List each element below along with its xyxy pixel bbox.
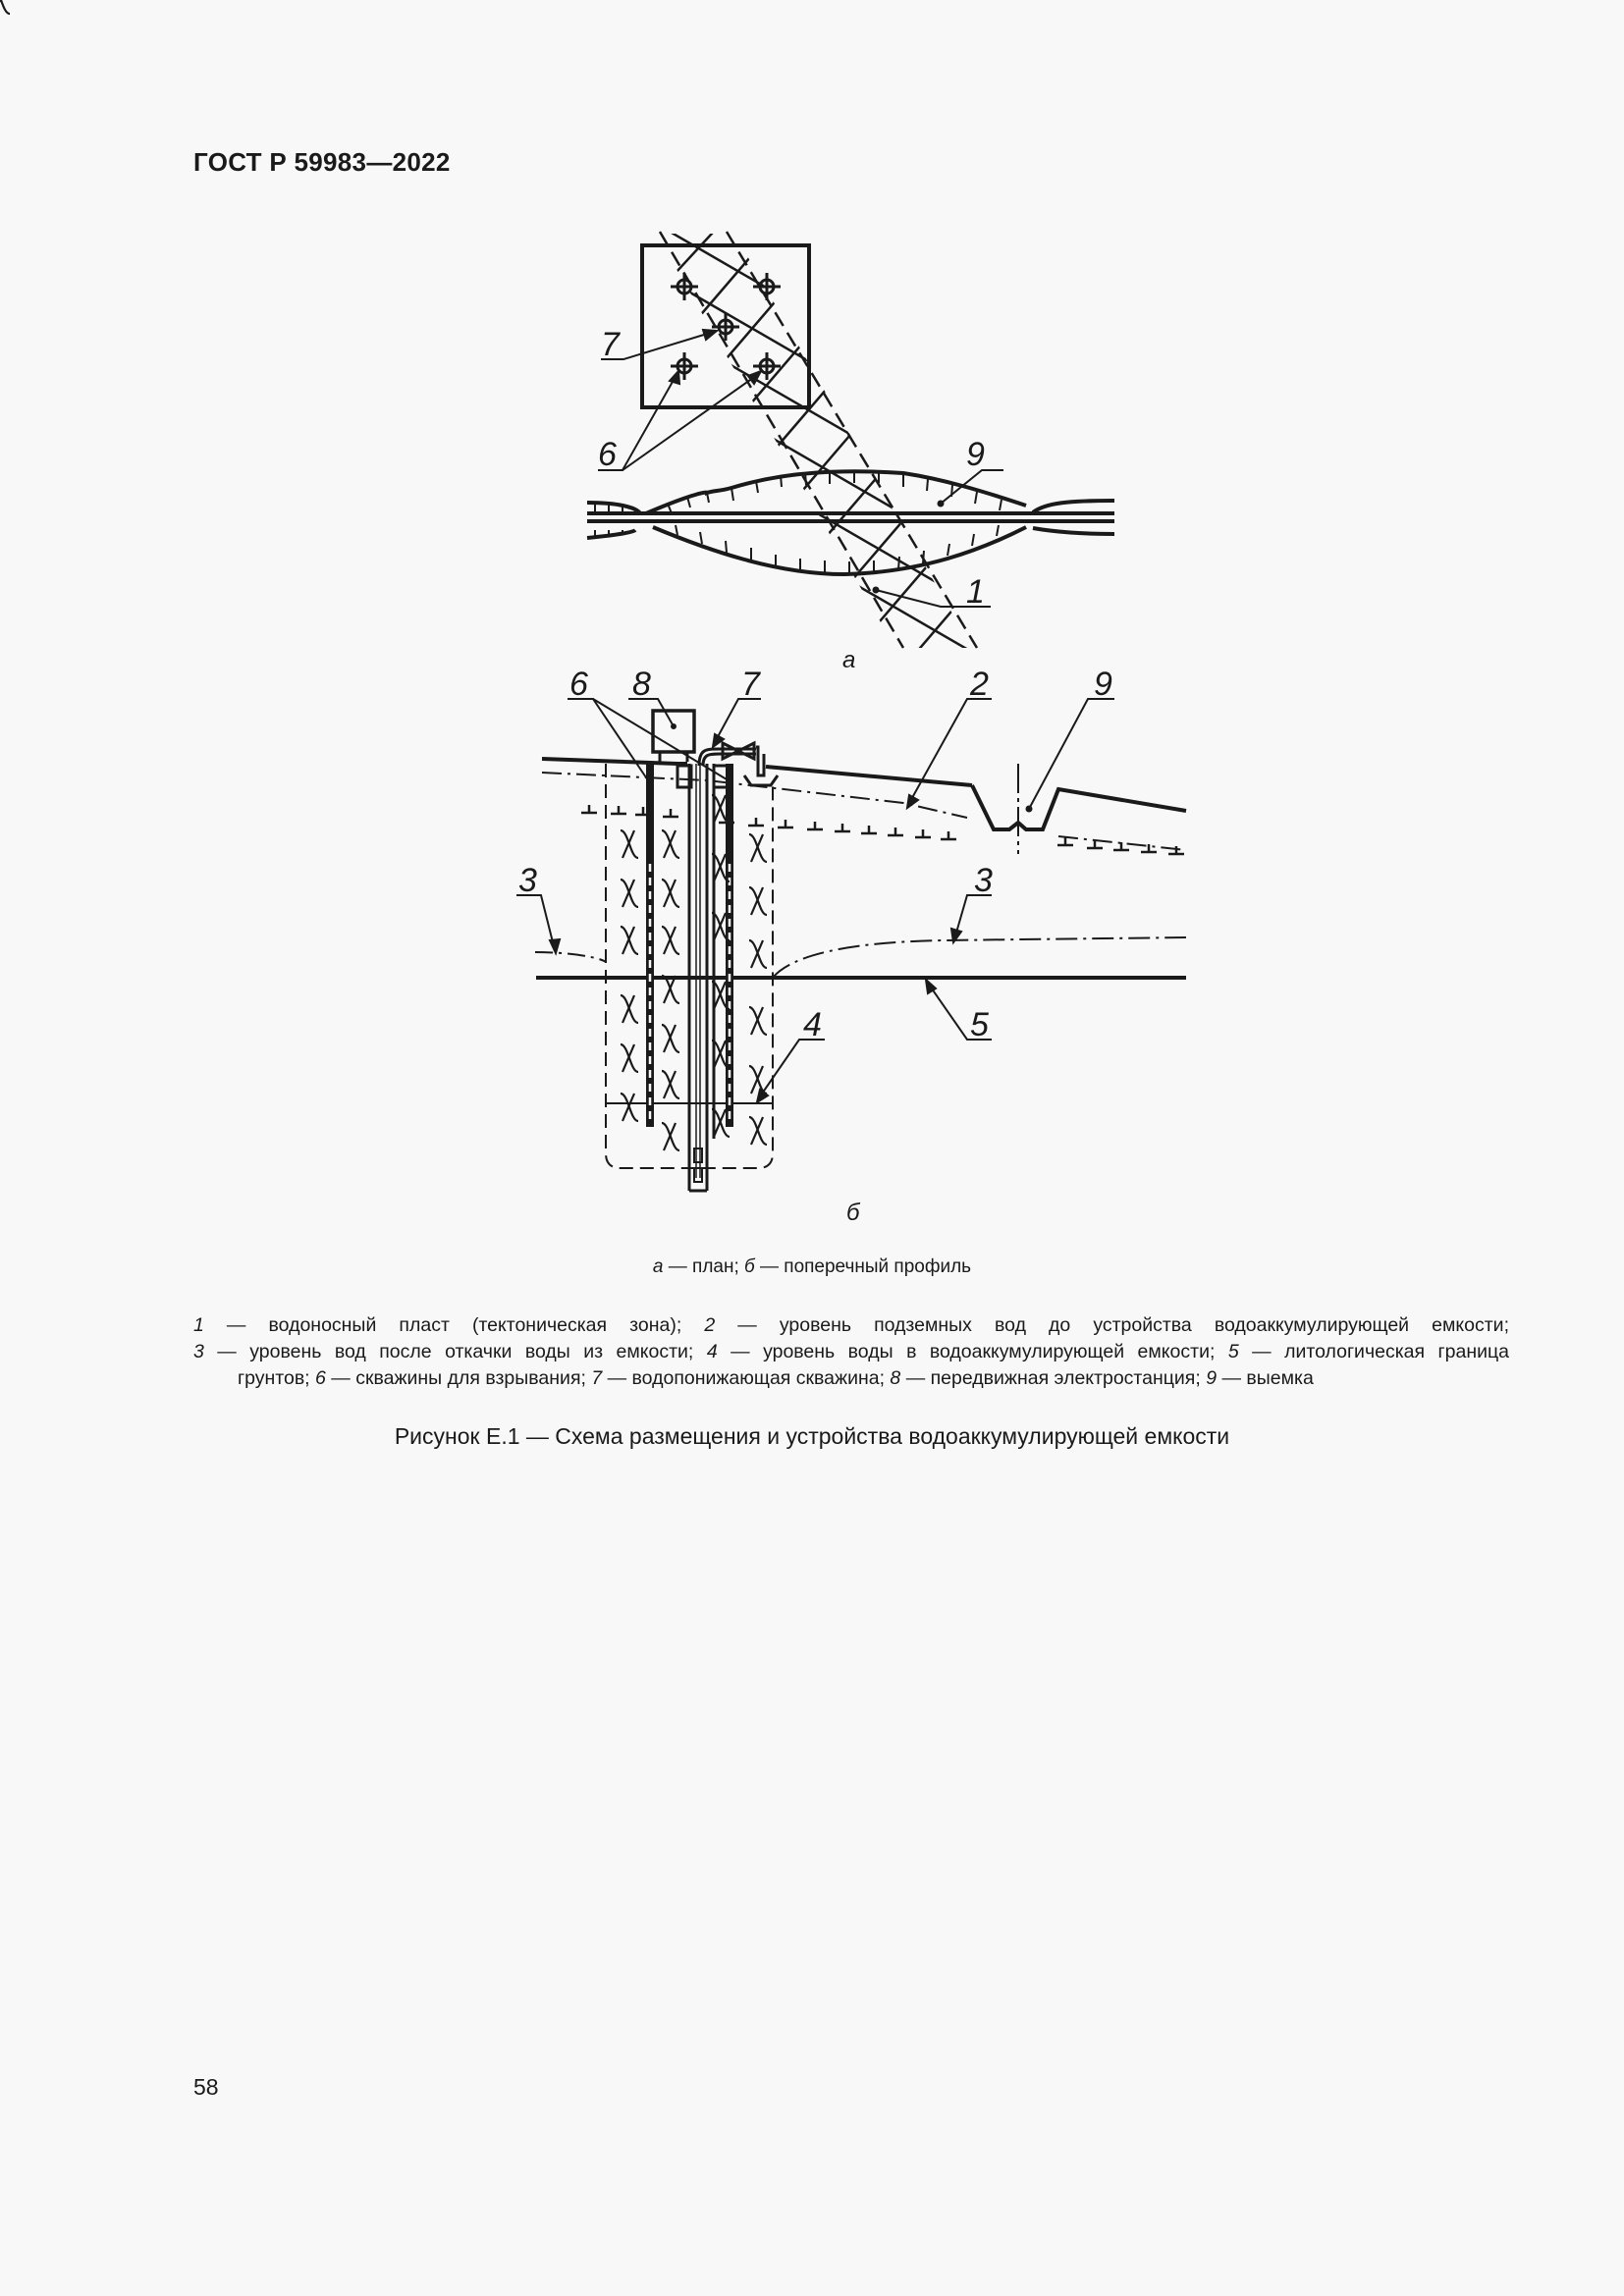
legend-line-3: грунтов; 6 — скважины для взрывания; 7 —… [193, 1365, 1509, 1392]
borehole-markers [671, 273, 781, 380]
legend-key: 3 [193, 1341, 204, 1362]
legend-key: 2 [704, 1314, 716, 1336]
legend-line-2: 3 — уровень вод после откачки воды из ем… [193, 1339, 1509, 1365]
subcaption-a-text: — план; [663, 1256, 745, 1277]
callout-4-profile: 4 [803, 1006, 822, 1043]
callout-5-profile: 5 [970, 1006, 989, 1043]
figure-subcaption: а — план; б — поперечный профиль [0, 1256, 1624, 1278]
callout-6-plan: 6 [598, 436, 617, 473]
callout-9-profile: 9 [1094, 666, 1112, 703]
callout-1-plan: 1 [966, 573, 985, 611]
legend-text: — уровень воды в водоаккумулирующей емко… [717, 1341, 1228, 1362]
part-a-label: а [842, 647, 855, 673]
figure-e1-diagram: 7 6 9 1 а [0, 0, 1187, 1226]
legend-key: 8 [890, 1367, 901, 1389]
callout-9-plan: 9 [966, 436, 985, 473]
callout-8-profile: 8 [632, 666, 651, 703]
callout-2-profile: 2 [969, 666, 989, 703]
legend-text: — литологическая граница [1238, 1341, 1510, 1362]
subcaption-a-key: а [652, 1256, 664, 1277]
part-b-label: б [846, 1200, 861, 1226]
legend-line-1: 1 — водоносный пласт (тектоническая зона… [193, 1312, 1509, 1339]
callout-3-left: 3 [518, 862, 537, 899]
legend-text: — водопонижающая скважина; [602, 1367, 891, 1389]
figure-caption: Рисунок Е.1 — Схема размещения и устройс… [394, 1423, 1230, 1449]
legend-text: — водоносный пласт (тектоническая зона); [203, 1314, 705, 1336]
legend-text: грунтов; [238, 1367, 316, 1389]
legend-key: 4 [706, 1341, 718, 1362]
callout-7-profile: 7 [741, 666, 761, 703]
page-number: 58 [193, 2074, 219, 2100]
legend-key: 9 [1206, 1367, 1218, 1389]
document-header: ГОСТ Р 59983—2022 [193, 147, 451, 177]
rock-hatch-symbols [0, 0, 769, 1152]
legend-text: — выемка [1217, 1367, 1314, 1389]
legend-text: — уровень вод после откачки воды из емко… [203, 1341, 707, 1362]
cross-profile-view [0, 0, 1187, 1193]
callout-6-profile: 6 [569, 666, 588, 703]
subcaption-b-text: — поперечный профиль [754, 1256, 972, 1277]
legend-text: — скважины для взрывания; [325, 1367, 592, 1389]
callout-3-right: 3 [974, 862, 993, 899]
legend-key: 1 [193, 1314, 204, 1336]
legend-key: 7 [591, 1367, 603, 1389]
subcaption-b-key: б [744, 1256, 755, 1277]
legend-text: — передвижная электростанция; [900, 1367, 1207, 1389]
legend-key: 6 [315, 1367, 326, 1389]
callout-7-plan: 7 [601, 326, 621, 363]
legend-key: 5 [1227, 1341, 1239, 1362]
figure-legend: 1 — водоносный пласт (тектоническая зона… [193, 1312, 1509, 1392]
legend-text: — уровень подземных вод до устройства во… [715, 1314, 1509, 1336]
